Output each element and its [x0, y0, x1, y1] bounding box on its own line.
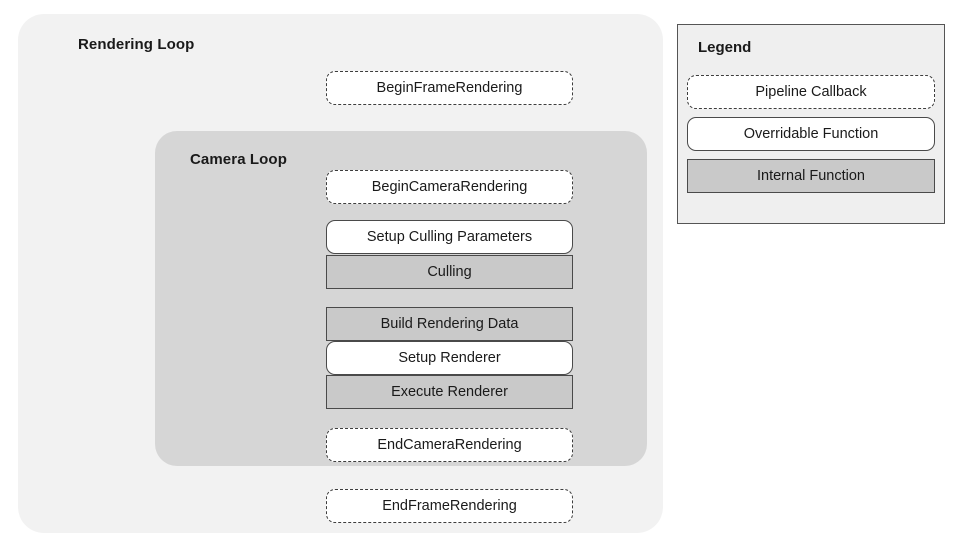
- legend-item-pipeline-callback: Pipeline Callback: [687, 75, 935, 109]
- node-setup-culling-parameters[interactable]: Setup Culling Parameters: [326, 220, 573, 254]
- node-build-rendering-data[interactable]: Build Rendering Data: [326, 307, 573, 341]
- legend-title: Legend: [698, 39, 752, 56]
- legend-item-internal-function: Internal Function: [687, 159, 935, 193]
- node-end-frame-rendering[interactable]: EndFrameRendering: [326, 489, 573, 523]
- legend-item-overridable-function: Overridable Function: [687, 117, 935, 151]
- camera-loop-label: Camera Loop: [190, 151, 287, 168]
- node-begin-frame-rendering[interactable]: BeginFrameRendering: [326, 71, 573, 105]
- rendering-loop-label: Rendering Loop: [78, 36, 195, 53]
- legend-panel: Legend Pipeline Callback Overridable Fun…: [677, 24, 945, 224]
- node-culling[interactable]: Culling: [326, 255, 573, 289]
- node-execute-renderer[interactable]: Execute Renderer: [326, 375, 573, 409]
- node-setup-renderer[interactable]: Setup Renderer: [326, 341, 573, 375]
- node-end-camera-rendering[interactable]: EndCameraRendering: [326, 428, 573, 462]
- node-begin-camera-rendering[interactable]: BeginCameraRendering: [326, 170, 573, 204]
